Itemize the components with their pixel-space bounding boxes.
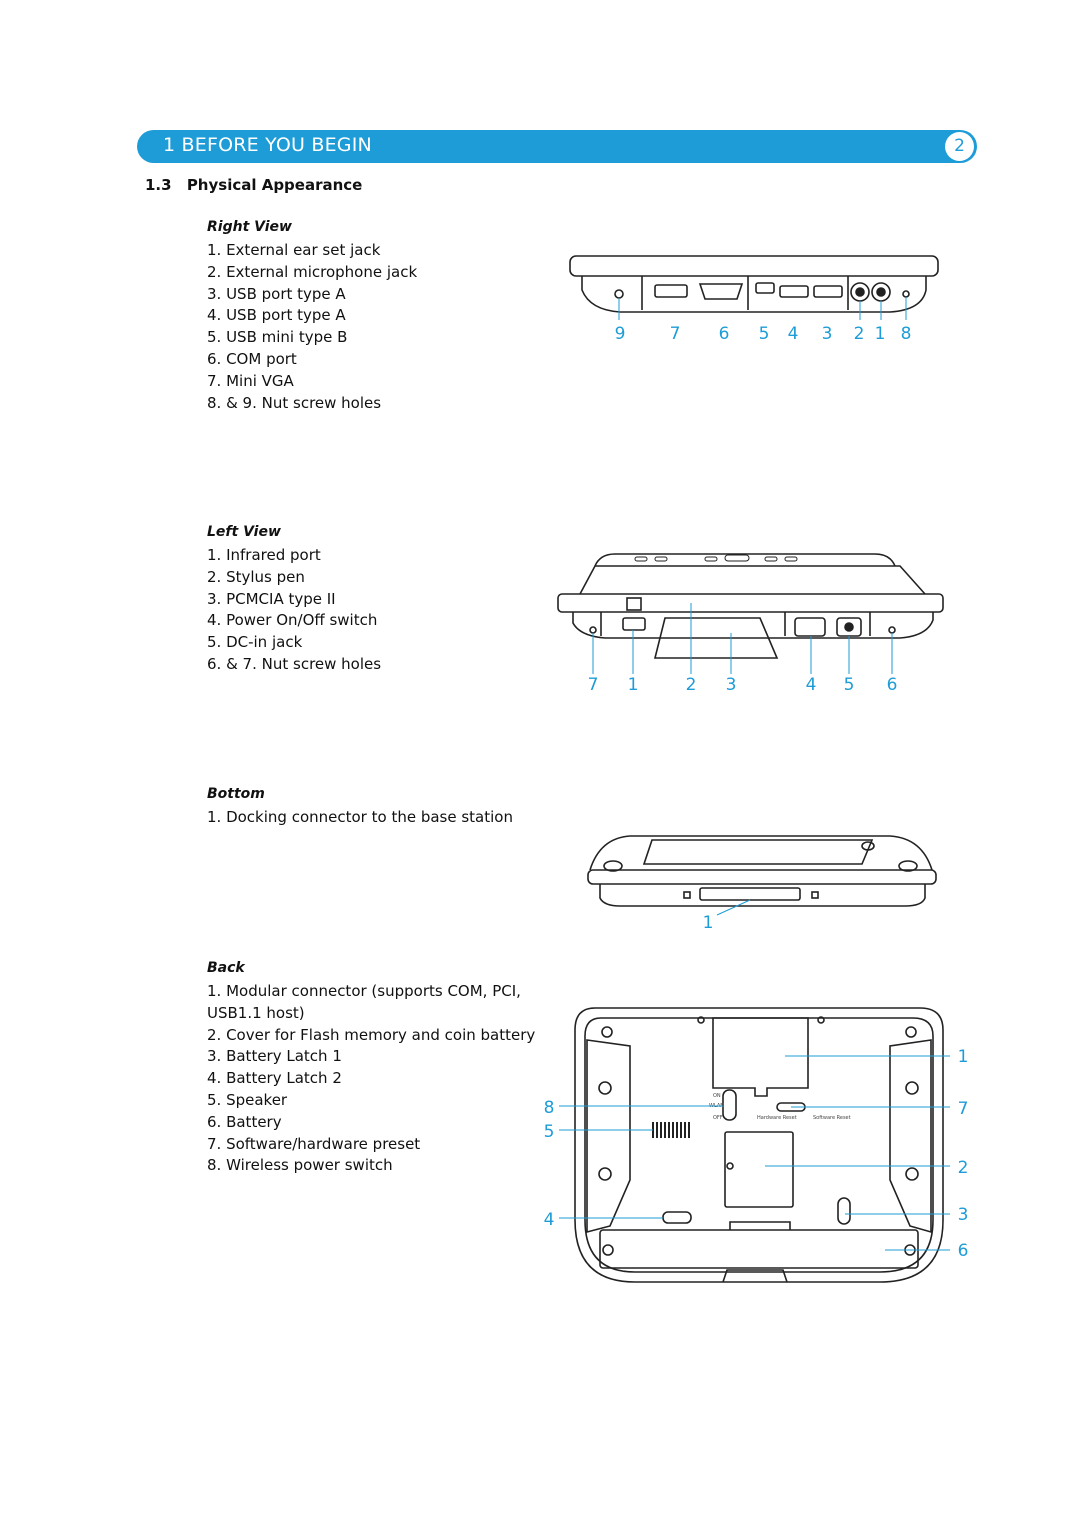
callout-label: 9 xyxy=(615,324,626,344)
list-item: 6. COM port xyxy=(207,349,297,368)
callout-label: 7 xyxy=(670,324,681,344)
callout-label: 8 xyxy=(544,1098,555,1118)
callout-label: 4 xyxy=(544,1210,555,1230)
callout-label: 1 xyxy=(703,913,714,933)
left-view-diagram: 7 1 2 3 4 5 6 xyxy=(557,553,944,695)
callout-label: 3 xyxy=(822,324,833,344)
callout-label: 2 xyxy=(686,675,697,695)
list-item: 1. Modular connector (supports COM, PCI, xyxy=(207,982,521,1000)
list-item: USB1.1 host) xyxy=(207,1003,305,1022)
callout-label: 1 xyxy=(628,675,639,695)
list-item: 3. PCMCIA type II xyxy=(207,589,336,608)
callout-label: 5 xyxy=(759,324,770,344)
left-view-list: 1. Infrared port 2. Stylus pen 3. PCMCIA… xyxy=(207,545,381,676)
callout-label: 2 xyxy=(958,1158,969,1178)
list-item: 5. Speaker xyxy=(207,1090,288,1109)
switch-label: Software Reset xyxy=(813,1115,851,1121)
right-view-list: 1. External ear set jack 2. External mic… xyxy=(207,240,417,414)
callout-label: 6 xyxy=(887,675,898,695)
callout-label: 2 xyxy=(854,324,865,344)
back-diagram: ON WLAN OFF Hardware Reset Software Rese… xyxy=(544,1007,969,1283)
list-item: 4. USB port type A xyxy=(207,306,346,325)
chapter-title: 1 BEFORE YOU BEGIN xyxy=(163,134,372,156)
callout-label: 3 xyxy=(958,1205,969,1225)
chapter-header-bar: 1 BEFORE YOU BEGIN 2 xyxy=(137,130,977,163)
list-item: 8. & 9. Nut screw holes xyxy=(207,393,382,412)
callout-label: 6 xyxy=(719,324,730,344)
right-view-diagram: 9 7 6 5 4 3 2 1 8 xyxy=(569,255,939,344)
list-item: 5. DC-in jack xyxy=(207,633,303,652)
callout-label: 6 xyxy=(958,1241,969,1261)
switch-label: ON xyxy=(713,1093,721,1099)
section-title: Physical Appearance xyxy=(186,176,363,194)
callout-label: 7 xyxy=(588,675,599,695)
list-item: 1. Infrared port xyxy=(207,546,321,564)
list-item: 2. External microphone jack xyxy=(207,262,418,281)
list-item: 6. Battery xyxy=(207,1112,282,1131)
list-item: 3. USB port type A xyxy=(207,284,346,303)
bottom-heading: Bottom xyxy=(207,786,265,802)
list-item: 1. External ear set jack xyxy=(207,241,381,259)
list-item: 1. Docking connector to the base station xyxy=(207,808,513,826)
callout-label: 4 xyxy=(806,675,817,695)
list-item: 2. Cover for Flash memory and coin batte… xyxy=(207,1025,536,1044)
list-item: 8. Wireless power switch xyxy=(207,1156,393,1175)
section-heading: 1.3 Physical Appearance xyxy=(145,176,362,194)
page-number: 2 xyxy=(945,132,974,161)
list-item: 4. Power On/Off switch xyxy=(207,611,378,630)
callout-label: 5 xyxy=(844,675,855,695)
right-view-heading: Right View xyxy=(207,219,292,235)
list-item: 3. Battery Latch 1 xyxy=(207,1047,342,1066)
callout-label: 8 xyxy=(901,324,912,344)
callout-label: 4 xyxy=(788,324,799,344)
list-item: 6. & 7. Nut screw holes xyxy=(207,654,382,673)
bottom-list: 1. Docking connector to the base station xyxy=(207,807,513,829)
callout-label: 5 xyxy=(544,1122,555,1142)
left-view-heading: Left View xyxy=(207,524,281,540)
list-item: 4. Battery Latch 2 xyxy=(207,1069,342,1088)
callout-label: 7 xyxy=(958,1099,969,1119)
bottom-diagram: 1 xyxy=(587,835,937,933)
callout-label: 1 xyxy=(958,1047,969,1067)
list-item: 7. Software/hardware preset xyxy=(207,1134,421,1153)
back-list: 1. Modular connector (supports COM, PCI,… xyxy=(207,981,535,1177)
callout-label: 1 xyxy=(875,324,886,344)
list-item: 2. Stylus pen xyxy=(207,567,305,586)
switch-label: Hardware Reset xyxy=(757,1115,797,1121)
callout-label: 3 xyxy=(726,675,737,695)
back-heading: Back xyxy=(207,960,245,976)
list-item: 5. USB mini type B xyxy=(207,328,348,347)
list-item: 7. Mini VGA xyxy=(207,371,294,390)
section-number: 1.3 xyxy=(145,176,172,194)
switch-label: OFF xyxy=(713,1115,723,1121)
